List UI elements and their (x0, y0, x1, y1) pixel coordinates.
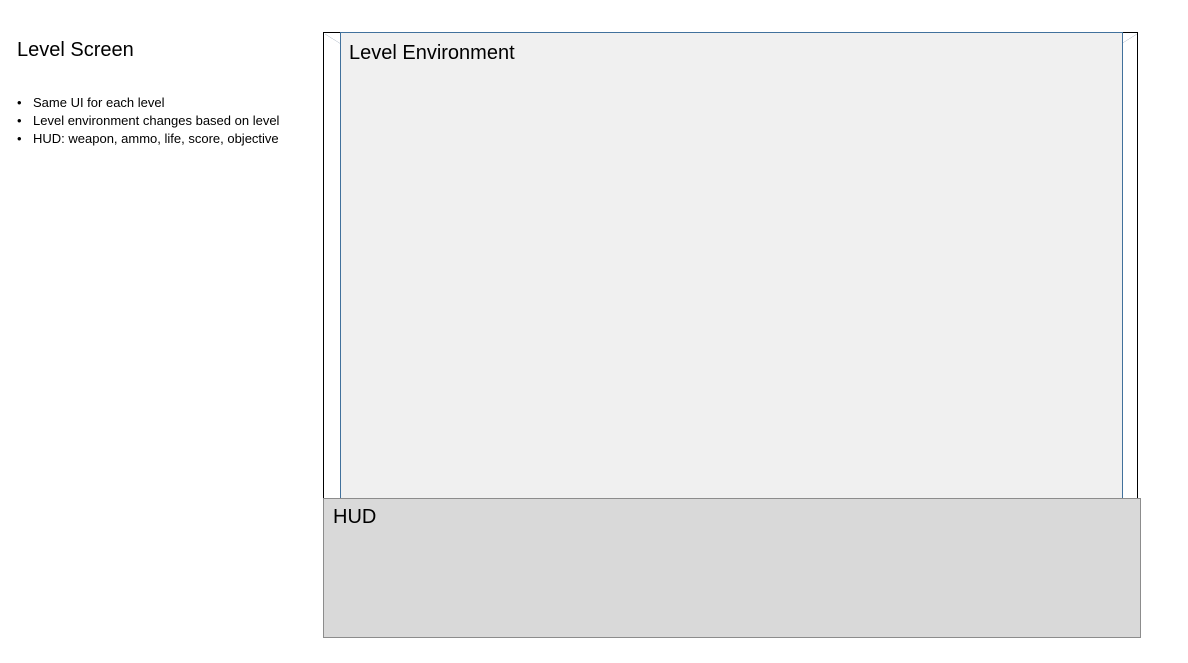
frame-corner-left (325, 34, 341, 44)
bullet-icon: • (17, 113, 22, 128)
level-environment-label: Level Environment (349, 42, 515, 64)
note-text: Level environment changes based on level (33, 113, 280, 128)
frame-corner-right (1121, 34, 1137, 44)
notes-list: • Same UI for each level • Level environ… (17, 94, 279, 148)
note-item: • HUD: weapon, ammo, life, score, object… (17, 130, 279, 148)
note-item: • Same UI for each level (17, 94, 279, 112)
level-environment-panel: Level Environment (340, 32, 1123, 499)
page-title: Level Screen (17, 39, 134, 61)
note-text: HUD: weapon, ammo, life, score, objectiv… (33, 131, 279, 146)
hud-label: HUD (333, 506, 377, 528)
note-item: • Level environment changes based on lev… (17, 112, 279, 130)
bullet-icon: • (17, 95, 22, 110)
hud-panel: HUD (323, 498, 1141, 638)
bullet-icon: • (17, 131, 22, 146)
note-text: Same UI for each level (33, 95, 165, 110)
